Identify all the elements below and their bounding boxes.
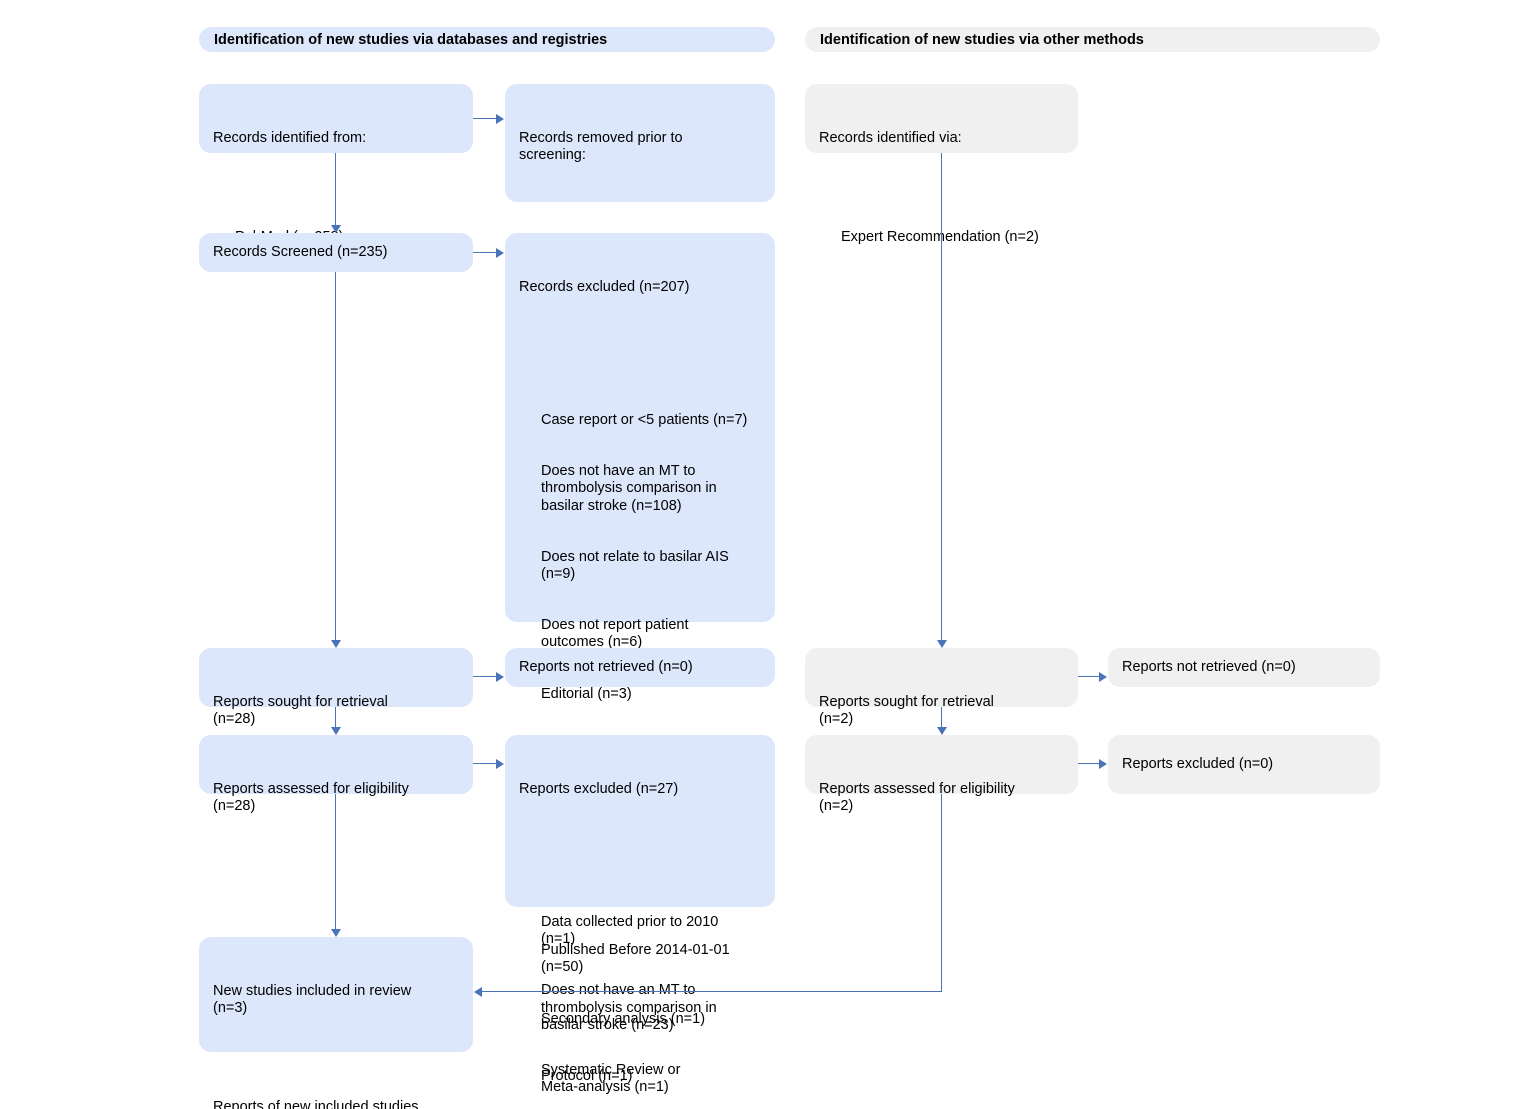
reports-excluded-title-left: Reports excluded (n=27): [519, 781, 679, 798]
list-item: Data collected prior to 2010 (n=1): [541, 913, 719, 948]
reports-excluded-reasons-left: Data collected prior to 2010 (n=1) Does …: [519, 880, 761, 1109]
reports-assessed-label-left: Reports assessed for eligibility (n=28): [213, 781, 409, 815]
spacer: [213, 1052, 459, 1065]
list-item: Does not have an MT to thrombolysis comp…: [541, 982, 717, 1033]
records-removed-box: Records removed prior to screening: Dupl…: [505, 84, 775, 365]
included-studies-box: New studies included in review (n=3) Rep…: [199, 937, 473, 1109]
spacer: [519, 199, 761, 212]
spacer: [519, 833, 761, 846]
reports-not-retrieved-label-right: Reports not retrieved (n=0): [1122, 658, 1296, 675]
arrowhead-right-icon: [496, 248, 504, 258]
records-identified-title: Records identified from:: [213, 130, 367, 147]
reports-excluded-label-right: Reports excluded (n=0): [1122, 755, 1274, 772]
connector-right-to-included-vertical: [941, 794, 943, 992]
records-identified-title-right: Records identified via:: [819, 130, 962, 147]
connector-identified-to-removed: [473, 118, 497, 120]
arrowhead-left-icon: [474, 987, 482, 997]
reports-excluded-box-right: Reports excluded (n=0): [1108, 735, 1380, 794]
list-item: Protocol (n=1): [541, 1067, 633, 1084]
list-item: Published Before 2014-01-01 (n=50): [541, 942, 730, 976]
connector-right-to-included-horizontal: [482, 991, 942, 993]
connector-screened-to-excluded: [473, 252, 497, 254]
connector-identified-to-screened: [335, 153, 337, 225]
reports-assessed-label-right: Reports assessed for eligibility (n=2): [819, 781, 1015, 815]
connector-screened-to-sought: [335, 272, 337, 640]
records-identified-box-right: Records identified via: Expert Recommend…: [805, 84, 1078, 245]
records-excluded-box: Records excluded (n=207) Case report or …: [505, 233, 775, 1095]
arrowhead-down-icon: [331, 929, 341, 937]
arrowhead-right-icon: [1099, 672, 1107, 682]
list-item: Does not report patient outcomes (n=6): [541, 617, 689, 651]
left-column-header: Identification of new studies via databa…: [199, 27, 775, 52]
reports-included-label: Reports of new included studies (n=3): [213, 1098, 419, 1109]
reports-sought-box-right: Reports sought for retrieval (n=2): [805, 648, 1078, 727]
connector-assessed-to-included: [335, 794, 337, 929]
connector-sought-to-assessed: [335, 707, 337, 727]
arrowhead-right-icon: [496, 672, 504, 682]
list-item: Secondary analysis (n=1): [541, 1010, 706, 1027]
reports-not-retrieved-label-left: Reports not retrieved (n=0): [519, 658, 693, 675]
reports-assessed-box-right: Reports assessed for eligibility (n=2): [805, 735, 1078, 814]
list-item: Does not relate to basilar AIS (n=9): [541, 548, 729, 582]
connector-sought-to-not-retrieved: [473, 676, 497, 678]
spacer: [519, 331, 761, 344]
list-item: Does not have an MT to thrombolysis comp…: [541, 463, 717, 514]
arrowhead-down-icon: [937, 727, 947, 735]
right-column-header-label: Identification of new studies via other …: [820, 31, 1144, 48]
left-column-header-label: Identification of new studies via databa…: [214, 31, 608, 48]
records-excluded-title: Records excluded (n=207): [519, 279, 690, 296]
records-screened-box: Records Screened (n=235): [199, 233, 473, 272]
connector-identified-to-sought-right: [941, 153, 943, 640]
list-item: Editorial (n=3): [541, 685, 632, 702]
records-removed-title: Records removed prior to screening:: [519, 130, 683, 164]
connector-assessed-to-excluded-right: [1078, 763, 1100, 765]
arrowhead-down-icon: [331, 225, 341, 233]
reports-sought-label-right: Reports sought for retrieval (n=2): [819, 694, 994, 728]
connector-sought-to-not-retrieved-right: [1078, 676, 1100, 678]
arrowhead-down-icon: [331, 640, 341, 648]
reports-excluded-box-left: Reports excluded (n=27) Data collected p…: [505, 735, 775, 1084]
records-identified-box: Records identified from: PubMed (n=258): [199, 84, 473, 245]
reports-not-retrieved-box-right: Reports not retrieved (n=0): [1108, 648, 1380, 687]
reports-sought-label-left: Reports sought for retrieval (n=28): [213, 694, 388, 728]
arrowhead-down-icon: [937, 640, 947, 648]
right-column-header: Identification of new studies via other …: [805, 27, 1380, 52]
list-item: Case report or <5 patients (n=7): [541, 411, 748, 428]
new-studies-included-label: New studies included in review (n=3): [213, 983, 412, 1017]
connector-sought-to-assessed-right: [941, 707, 943, 727]
reports-sought-box-left: Reports sought for retrieval (n=28): [199, 648, 473, 727]
arrowhead-right-icon: [496, 759, 504, 769]
connector-assessed-to-reports-excluded: [473, 763, 497, 765]
list-item: Systematic Review or Meta-analysis (n=1): [541, 1062, 681, 1096]
arrowhead-down-icon: [331, 727, 341, 735]
arrowhead-right-icon: [1099, 759, 1107, 769]
reports-assessed-box-left: Reports assessed for eligibility (n=28): [199, 735, 473, 814]
arrowhead-right-icon: [496, 114, 504, 124]
records-screened-label: Records Screened (n=235): [213, 243, 388, 260]
reports-not-retrieved-box-left: Reports not retrieved (n=0): [505, 648, 775, 687]
records-identified-source-right: Expert Recommendation (n=2): [841, 228, 1039, 245]
